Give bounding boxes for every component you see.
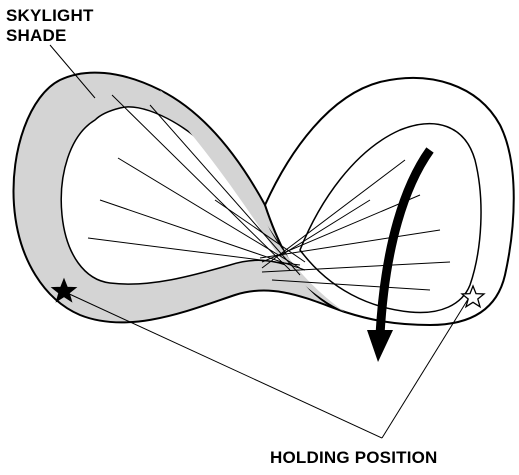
right-ribs xyxy=(259,159,451,291)
skylight-label-line1: SKYLIGHT xyxy=(6,6,94,25)
holding-position-leader-lines xyxy=(64,291,471,439)
right-inner-opening xyxy=(299,122,482,314)
filled-star-icon xyxy=(50,277,78,303)
curved-arrow-icon xyxy=(367,147,434,362)
skylight-shade-label: SKYLIGHT SHADE xyxy=(6,6,146,46)
holding-position-label: HOLDING POSITION xyxy=(270,448,438,467)
left-ribs xyxy=(87,94,306,276)
center-twist-band xyxy=(160,90,345,312)
skylight-pointer-line xyxy=(49,44,96,99)
skylight-label-line2: SHADE xyxy=(6,26,67,45)
outline-star-icon xyxy=(460,284,486,309)
